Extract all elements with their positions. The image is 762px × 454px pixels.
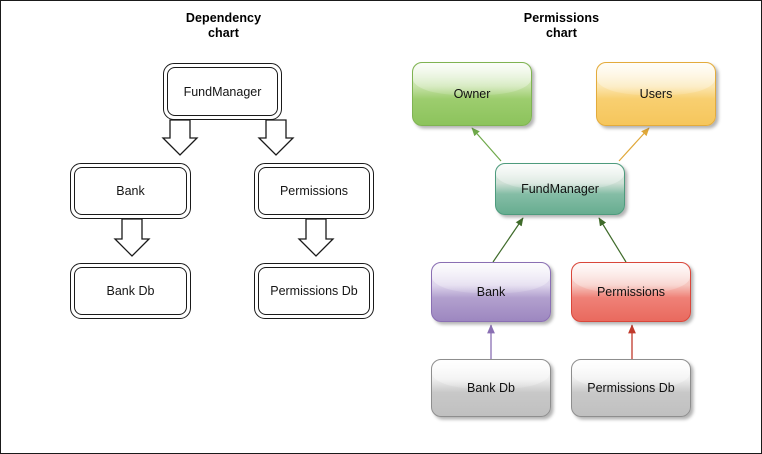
- dep-node-permissions-label: Permissions: [279, 184, 349, 198]
- perm-node-permissions-db-label: Permissions Db: [587, 381, 675, 395]
- dep-node-permissions-db-label: Permissions Db: [270, 284, 358, 298]
- dep-node-fundmanager-inner: FundManager: [167, 67, 278, 116]
- edge-bank-bankdb: [113, 218, 151, 257]
- edge-bank-fundmanager: [492, 217, 524, 263]
- dep-node-bank-db[interactable]: Bank Db: [70, 263, 191, 319]
- perm-node-users[interactable]: Users: [596, 62, 716, 126]
- edge-permissions-permissionsdb: [297, 218, 335, 257]
- perm-node-owner-label: Owner: [453, 87, 491, 101]
- perm-node-bank-db-label: Bank Db: [467, 381, 515, 395]
- edge-fundmanager-owner: [471, 127, 502, 162]
- edge-fundmanager-permissions: [257, 119, 295, 156]
- permissions-chart-title-line2: chart: [545, 26, 578, 40]
- perm-node-fundmanager-label: FundManager: [521, 182, 599, 196]
- dep-node-fundmanager-label: FundManager: [183, 84, 262, 99]
- dep-node-permissions-db[interactable]: Permissions Db: [254, 263, 374, 319]
- perm-node-owner[interactable]: Owner: [412, 62, 532, 126]
- dep-node-bank[interactable]: Bank: [70, 163, 191, 219]
- edge-fundmanager-users: [618, 127, 650, 162]
- dependency-chart-title-line2: chart: [207, 26, 240, 40]
- perm-node-permissions-label: Permissions: [596, 285, 666, 299]
- dep-node-bank-db-inner: Bank Db: [74, 267, 187, 315]
- perm-node-fundmanager[interactable]: FundManager: [495, 163, 625, 215]
- dep-node-permissions-db-inner: Permissions Db: [258, 267, 370, 315]
- perm-node-permissions-db[interactable]: Permissions Db: [571, 359, 691, 417]
- permissions-chart-title: Permissions chart: [479, 11, 644, 41]
- dep-node-fundmanager[interactable]: FundManager: [163, 63, 282, 120]
- dependency-chart-title-line1: Dependency: [185, 11, 262, 25]
- perm-node-users-label: Users: [639, 87, 673, 101]
- edge-fundmanager-bank: [161, 119, 199, 156]
- dependency-chart-title: Dependency chart: [141, 11, 306, 41]
- edge-permissions-fundmanager: [598, 217, 627, 263]
- perm-node-bank-label: Bank: [476, 285, 506, 299]
- perm-node-permissions[interactable]: Permissions: [571, 262, 691, 322]
- perm-node-bank-db[interactable]: Bank Db: [431, 359, 551, 417]
- dep-node-bank-db-label: Bank Db: [106, 284, 155, 298]
- dep-node-permissions-inner: Permissions: [258, 167, 370, 215]
- dep-node-bank-label: Bank: [116, 184, 145, 198]
- dep-node-permissions[interactable]: Permissions: [254, 163, 374, 219]
- permissions-chart-title-line1: Permissions: [523, 11, 600, 25]
- dep-node-bank-inner: Bank: [74, 167, 187, 215]
- perm-node-bank[interactable]: Bank: [431, 262, 551, 322]
